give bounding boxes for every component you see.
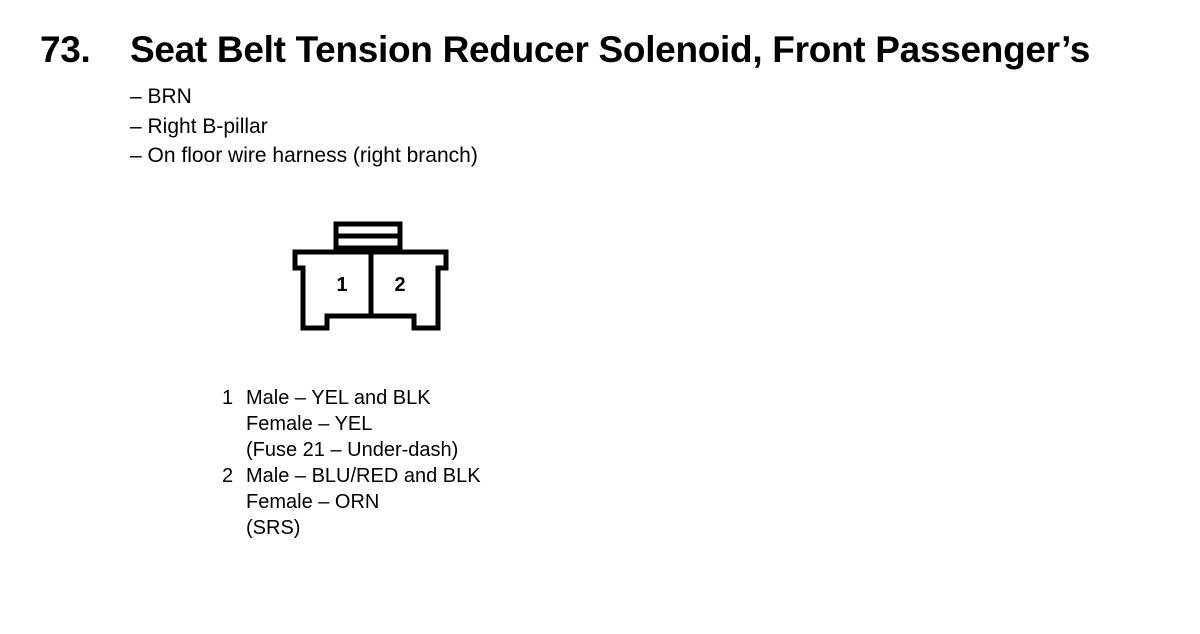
pin-female-wire: Female – YEL	[246, 413, 373, 435]
pin-entry-1: 1 Male – YEL and BLK Female – YEL (Fuse …	[222, 385, 481, 463]
pin-female-wire: Female – ORN	[246, 491, 380, 513]
connector-location: – Right B-pillar	[130, 114, 268, 138]
connector-harness: – On floor wire harness (right branch)	[130, 144, 478, 167]
cavity-label-1: 1	[336, 274, 347, 296]
cavity-label-2: 2	[394, 274, 405, 296]
pin-list: 1 Male – YEL and BLK Female – YEL (Fuse …	[222, 385, 481, 541]
pin-circuit-note: (Fuse 21 – Under-dash)	[246, 439, 459, 461]
pin-number: 2	[222, 465, 234, 487]
connector-color: – BRN	[130, 85, 192, 108]
connector-face-diagram: 1 2	[292, 221, 449, 331]
pin-entry-2: 2 Male – BLU/RED and BLK Female – ORN (S…	[222, 463, 481, 541]
pin-circuit-note: (SRS)	[246, 517, 301, 539]
item-number: 73.	[40, 29, 91, 70]
pin-male-wire: Male – YEL and BLK	[246, 387, 431, 409]
pin-number: 1	[222, 387, 234, 409]
page-title: Seat Belt Tension Reducer Solenoid, Fron…	[130, 29, 1091, 70]
pin-male-wire: Male – BLU/RED and BLK	[246, 465, 481, 487]
connector-info: – BRN – Right B-pillar – On floor wire h…	[130, 82, 478, 171]
